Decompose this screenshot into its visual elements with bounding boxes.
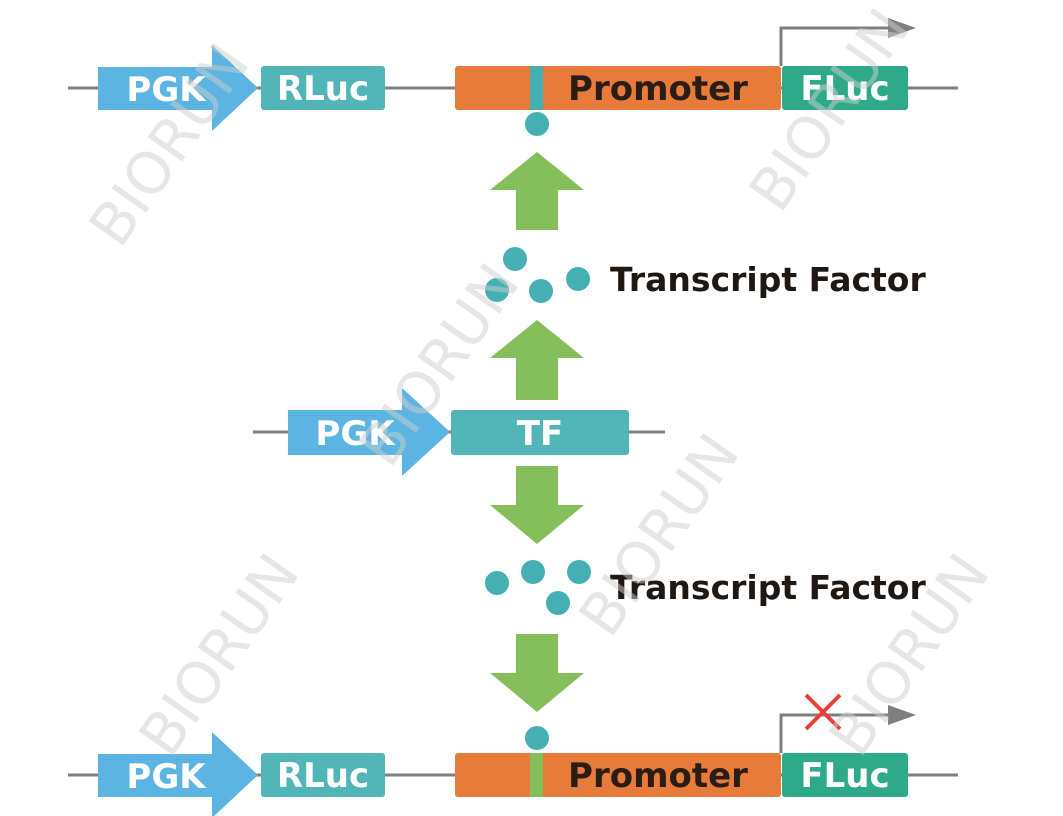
down-arrow-upper (490, 466, 584, 544)
transcript-factor-label-upper: Transcript Factor (610, 260, 926, 299)
tf-dot (546, 591, 570, 615)
middle-construct: PGK TF (253, 388, 665, 476)
bottom-bound-tf-dot (525, 726, 549, 750)
up-arrow-lower (490, 320, 584, 400)
top-binding-site (530, 66, 543, 110)
tf-dot (521, 560, 545, 584)
top-pgk-arrow (98, 45, 258, 131)
top-rluc-box (261, 66, 385, 110)
up-arrow-upper (490, 152, 584, 230)
bottom-construct: PGK RLuc Promoter FLuc (68, 693, 958, 816)
tf-cluster-lower (485, 560, 591, 615)
bottom-rluc-box (261, 753, 385, 797)
middle-pgk-arrow (288, 388, 450, 476)
middle-tf-label: TF (517, 414, 563, 454)
bottom-pgk-arrow (98, 732, 258, 816)
watermark-text: BIORUN (76, 32, 263, 258)
top-transcription-arrowhead (888, 18, 916, 38)
top-fluc-label: FLuc (800, 69, 889, 109)
watermark-text: BIORUN (566, 422, 753, 648)
bottom-transcription-arrowhead (888, 705, 916, 725)
tf-dot (485, 278, 509, 302)
middle-pgk-label: PGK (315, 414, 396, 454)
bottom-fluc-label: FLuc (800, 756, 889, 796)
top-bound-tf-dot (525, 112, 549, 136)
top-transcription-start-arrow (779, 26, 892, 66)
transcript-factor-label-lower: Transcript Factor (610, 568, 926, 607)
bottom-transcription-start-arrow (779, 713, 892, 753)
tf-dot (566, 267, 590, 291)
bottom-fluc-box (782, 753, 908, 797)
blocked-transcription-x-icon (804, 693, 842, 731)
down-arrow-lower (490, 634, 584, 712)
middle-tf-box (451, 410, 629, 455)
top-rluc-label: RLuc (277, 69, 369, 109)
tf-dot (503, 247, 527, 271)
watermark-text: BIORUN (126, 542, 313, 768)
top-construct: PGK RLuc Promoter FLuc (68, 18, 958, 136)
tf-dot (529, 279, 553, 303)
tf-dot (485, 571, 509, 595)
bottom-pgk-label: PGK (126, 757, 207, 797)
top-fluc-box (782, 66, 908, 110)
bottom-rluc-label: RLuc (277, 756, 369, 796)
tf-dot (567, 560, 591, 584)
top-pgk-label: PGK (126, 70, 207, 110)
tf-cluster-upper (485, 247, 590, 303)
bottom-binding-site (530, 753, 543, 797)
top-promoter-label: Promoter (568, 69, 748, 109)
bottom-promoter-label: Promoter (568, 756, 748, 796)
